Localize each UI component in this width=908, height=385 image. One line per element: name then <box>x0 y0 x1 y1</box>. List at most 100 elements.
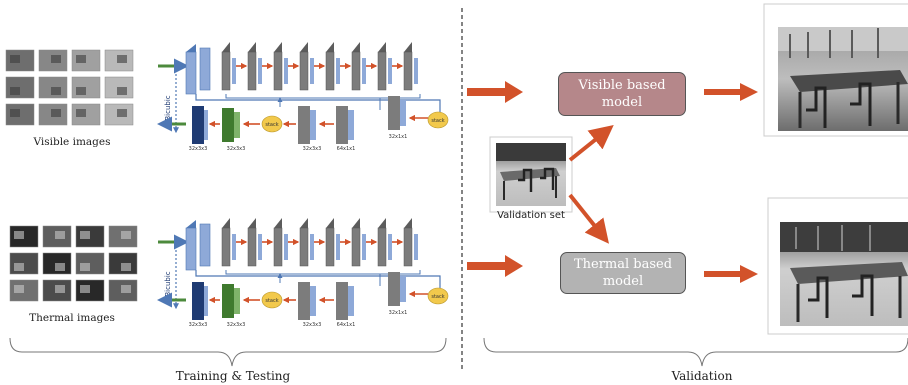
block-size-label: 64x1x1 <box>337 146 356 152</box>
encoder-layer <box>403 51 413 91</box>
validation-set-caption: Validation set <box>497 210 565 221</box>
output-arrow-thermal <box>704 265 758 283</box>
encoder-layer <box>273 51 283 91</box>
conv-block <box>388 96 400 130</box>
encoder-layer <box>351 227 361 267</box>
block-size-label: 32x3x3 <box>303 146 322 152</box>
thumbnail-detail <box>121 285 131 293</box>
relu-layer-face <box>199 47 211 91</box>
encoder-layer-relu <box>310 58 314 84</box>
encoder-layer-relu <box>232 58 236 84</box>
block-size-label: 32x3x3 <box>227 322 246 328</box>
stack-node <box>427 287 449 305</box>
thumbnail-detail <box>14 231 24 239</box>
upsample-block-side <box>204 286 208 316</box>
stack-label: stack <box>265 122 278 128</box>
thumbnail-detail <box>121 263 131 271</box>
conv-block-green-side <box>234 112 240 138</box>
encoder-layer-relu <box>258 234 262 260</box>
conv-block-side <box>348 110 354 140</box>
encoder-layer <box>299 51 309 91</box>
thermal-model-label: Thermal based model <box>573 257 673 289</box>
conv-block <box>298 106 310 144</box>
encoder-layer-relu <box>284 58 288 84</box>
thermal-images-grid <box>9 225 138 302</box>
output-arrow-visible <box>704 83 758 101</box>
conv-block-green-side <box>234 288 240 314</box>
encoder-layer-relu <box>362 234 366 260</box>
encoder-layer <box>221 51 231 91</box>
encoder-layer <box>299 227 309 267</box>
thumbnail-detail <box>55 263 65 271</box>
block-size-label: 32x3x3 <box>303 322 322 328</box>
training-brace <box>9 337 447 367</box>
thumbnail-detail <box>14 263 24 271</box>
encoder-layer <box>403 227 413 267</box>
conv-block-side <box>348 286 354 316</box>
encoder-layer-relu <box>232 234 236 260</box>
thumbnail-detail <box>76 55 86 63</box>
thumbnail-detail <box>10 55 20 63</box>
thumbnail-detail <box>117 109 127 117</box>
thumbnail-detail <box>55 285 65 293</box>
skip-connection <box>225 270 421 275</box>
upsample-block <box>192 282 204 320</box>
stack-node <box>261 115 283 133</box>
thumbnail-detail <box>76 109 86 117</box>
encoder-layer-relu <box>414 234 418 260</box>
thumbnail-detail <box>117 87 127 95</box>
thermal-model-box: Thermal based model <box>560 252 686 294</box>
input-arrow-thermal <box>467 255 523 277</box>
upsample-block <box>192 106 204 144</box>
encoder-layer-relu <box>362 58 366 84</box>
thumbnail-detail <box>76 87 86 95</box>
skip-connection <box>195 94 441 112</box>
skip-connection <box>225 94 421 99</box>
encoder-layer <box>325 51 335 91</box>
thumbnail-detail <box>51 109 61 117</box>
block-size-label: 64x1x1 <box>337 322 356 328</box>
relu-layer-face <box>199 223 211 267</box>
encoder-layer <box>377 51 387 91</box>
encoder-layer-relu <box>258 58 262 84</box>
encoder-layer-relu <box>414 58 418 84</box>
conv-block-green <box>222 284 234 318</box>
block-size-label: 32x3x3 <box>189 322 208 328</box>
bicubic-label: Bicubic <box>164 271 172 296</box>
validation-image <box>489 136 573 213</box>
block-size-label: 32x1x1 <box>389 310 408 316</box>
encoder-layer <box>247 51 257 91</box>
encoder-layer-relu <box>284 234 288 260</box>
block-size-label: 32x1x1 <box>389 134 408 140</box>
validation-arrow-thermal <box>568 193 609 244</box>
block-size-label: 32x3x3 <box>227 146 246 152</box>
thumbnail-detail <box>121 231 131 239</box>
stack-node <box>427 111 449 129</box>
conv-block-side <box>310 286 316 316</box>
stack-label: stack <box>431 118 444 124</box>
output-image-thermal <box>767 197 908 335</box>
conv-block <box>336 282 348 320</box>
conv-block-side <box>310 110 316 140</box>
encoder-layer-relu <box>336 234 340 260</box>
thumbnail-detail <box>51 87 61 95</box>
validation-label: Validation <box>671 369 733 383</box>
block-size-label: 32x3x3 <box>189 146 208 152</box>
thumbnail-detail <box>80 285 90 293</box>
validation-brace <box>483 337 908 367</box>
conv-block-side <box>400 276 406 302</box>
visible-images-grid <box>5 49 134 126</box>
encoder-layer <box>325 227 335 267</box>
visible-model-label: Visible based model <box>578 78 666 110</box>
encoder-layer-relu <box>310 234 314 260</box>
stack-label: stack <box>431 294 444 300</box>
thumbnail-detail <box>10 87 20 95</box>
conv-block-green <box>222 108 234 142</box>
skip-connection <box>195 270 441 288</box>
encoder-layer-relu <box>388 234 392 260</box>
conv-block <box>298 282 310 320</box>
conv-layer-face <box>185 227 197 271</box>
visible-model-box: Visible based model <box>558 72 686 116</box>
training-testing-label: Training & Testing <box>175 369 291 383</box>
